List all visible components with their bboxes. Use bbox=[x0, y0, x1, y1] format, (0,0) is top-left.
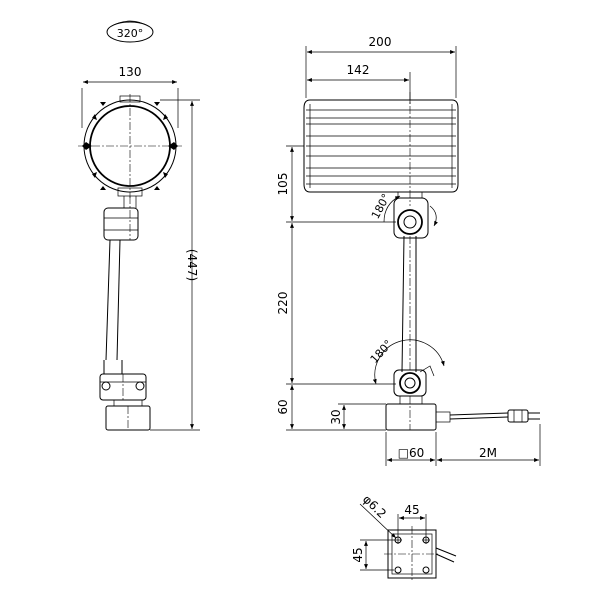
lamp-head-side bbox=[303, 92, 459, 206]
head-lugs bbox=[82, 95, 178, 190]
base-height-label: 60 bbox=[276, 399, 290, 414]
head-height-label: 105 bbox=[276, 173, 290, 196]
rotation-badge: 320° bbox=[106, 20, 154, 43]
lower-joint: 180° bbox=[368, 337, 445, 397]
base-side bbox=[385, 395, 540, 431]
base-step-label: 30 bbox=[329, 409, 343, 424]
lamp-head-front bbox=[78, 94, 182, 198]
base-size-dimension: □60 bbox=[385, 432, 437, 466]
head-height-dimension: 105 bbox=[276, 145, 396, 223]
arm-length-label: 220 bbox=[276, 292, 290, 315]
base-detail: φ6.2 45 45 bbox=[351, 492, 457, 582]
hole-label: φ6.2 bbox=[360, 492, 389, 521]
upper-joint: 180° bbox=[369, 192, 438, 239]
overall-height-dimension: (447) bbox=[150, 99, 200, 431]
arm-front bbox=[99, 196, 147, 407]
base-size-label: □60 bbox=[398, 446, 425, 460]
base-step-dimension: 30 bbox=[329, 403, 386, 429]
total-width-dimension: 200 bbox=[305, 35, 457, 98]
base-front bbox=[105, 405, 151, 431]
base-height-dimension: 60 bbox=[276, 385, 386, 431]
arm-side bbox=[401, 235, 417, 373]
width-label: 130 bbox=[119, 65, 142, 79]
total-width-label: 200 bbox=[369, 35, 392, 49]
cable-length-dimension: 2M bbox=[437, 424, 541, 466]
rotation-label: 320° bbox=[117, 27, 144, 40]
head-rotation-label: 180° bbox=[369, 192, 393, 222]
arm-rotation-label: 180° bbox=[368, 337, 395, 365]
cable-length-label: 2M bbox=[479, 446, 497, 460]
hole-pitch-y-label: 45 bbox=[351, 547, 365, 562]
head-width-label: 142 bbox=[347, 63, 370, 77]
hole-pitch-x-label: 45 bbox=[404, 503, 419, 517]
width-dimension: 130 bbox=[81, 65, 179, 128]
mounting-holes bbox=[394, 536, 430, 574]
height-label: (447) bbox=[185, 249, 199, 281]
front-view: 320° 130 (447) bbox=[78, 20, 200, 431]
head-width-dimension: 142 bbox=[307, 63, 411, 104]
arm-length-dimension: 220 bbox=[276, 223, 396, 385]
side-view: 200 142 bbox=[276, 35, 541, 466]
